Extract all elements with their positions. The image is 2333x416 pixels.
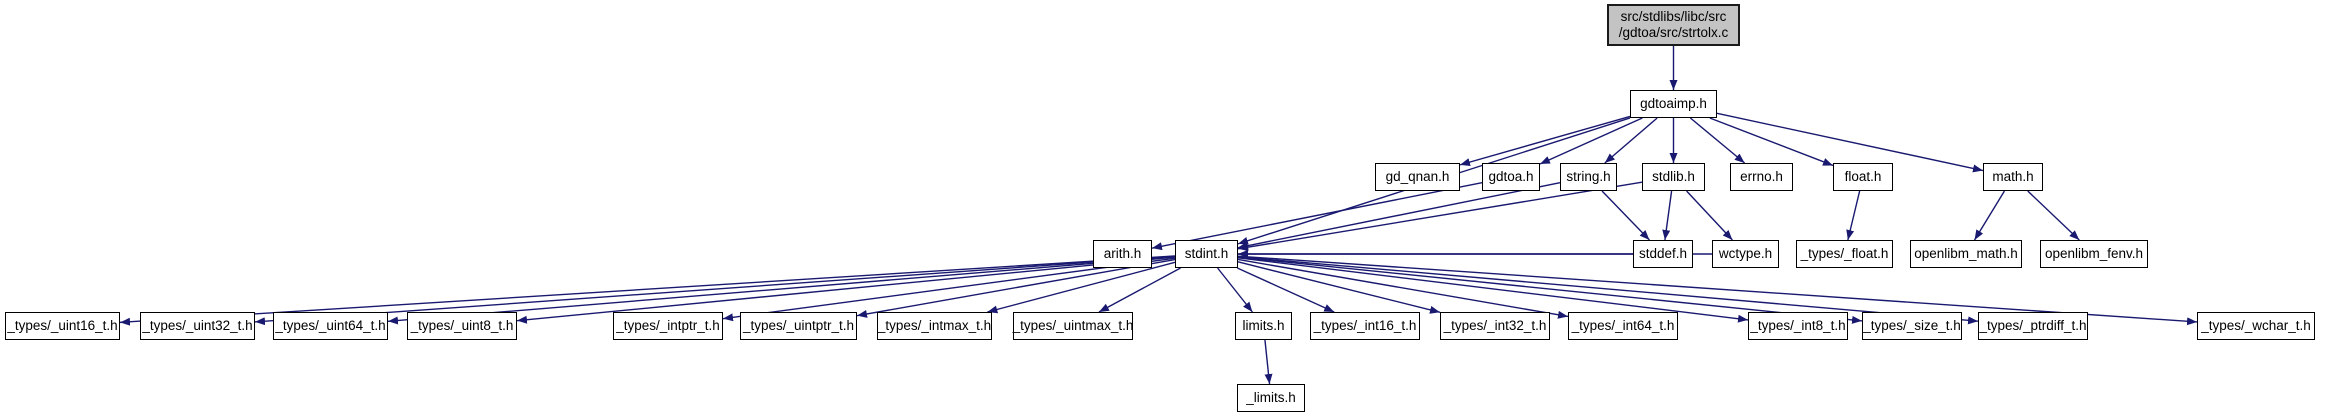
node-types_int64_t_h[interactable]: _types/_int64_t.h — [1568, 312, 1678, 340]
node-errno_h[interactable]: errno.h — [1730, 163, 1793, 191]
edge-stdint_h-to-types_int32_t_h — [1237, 261, 1441, 314]
node-types_float_h[interactable]: _types/_float.h — [1796, 240, 1893, 268]
edge-stdlib_h-to-wctype_h — [1686, 190, 1733, 241]
node-types_int8_t_h[interactable]: _types/_int8_t.h — [1748, 312, 1848, 340]
node-wctype_h[interactable]: wctype.h — [1712, 240, 1779, 268]
node-stddef_h[interactable]: stddef.h — [1633, 240, 1693, 268]
edge-stdlib_h-to-stddef_h — [1662, 190, 1673, 241]
node-arith_h[interactable]: arith.h — [1093, 240, 1152, 268]
edge-gdtoaimp_h-to-string_h — [1604, 117, 1658, 164]
edge-gdtoaimp_h-to-gdtoa_h — [1539, 117, 1643, 165]
edge-stdint_h-to-types_wchar_t_h — [1237, 255, 2198, 326]
node-types_int16_t_h[interactable]: _types/_int16_t.h — [1310, 312, 1420, 340]
node-types_uint16_t_h[interactable]: _types/_uint16_t.h — [5, 312, 120, 340]
node-types_ptrdiff_t_h[interactable]: _types/_ptrdiff_t.h — [1978, 312, 2088, 340]
node-types_uintptr_t_h[interactable]: _types/_uintptr_t.h — [740, 312, 857, 340]
edge-stdlib_h-to-stdint_h — [1237, 181, 1643, 252]
edge-stdint_h-to-types_uint32_t_h — [254, 255, 1176, 326]
edge-stdint_h-to-types_int16_t_h — [1237, 267, 1335, 313]
edge-stdint_h-to-types_uintptr_t_h — [856, 258, 1176, 318]
edge-gdtoaimp_h-to-float_h — [1709, 117, 1834, 167]
node-math_h[interactable]: math.h — [1983, 163, 2043, 191]
node-gdtoaimp_h[interactable]: gdtoaimp.h — [1630, 90, 1717, 118]
edge-stdint_h-to-types_uint64_t_h — [387, 255, 1176, 325]
node-string_h[interactable]: string.h — [1560, 163, 1617, 191]
edge-limits_h-to-_limits_h — [1264, 339, 1273, 385]
edge-math_h-to-openlibm_fenv_h — [2027, 190, 2080, 241]
node-gdtoa_h[interactable]: gdtoa.h — [1482, 163, 1540, 191]
node-types_size_t_h[interactable]: _types/_size_t.h — [1862, 312, 1962, 340]
edge-gdtoaimp_h-to-gd_qnan_h — [1459, 115, 1631, 166]
edge-stdint_h-to-types_int8_t_h — [1237, 257, 1749, 323]
node-openlibm_math_h[interactable]: openlibm_math.h — [1910, 240, 2022, 268]
edge-gdtoa_h-to-arith_h — [1151, 182, 1483, 251]
node-float_h[interactable]: float.h — [1833, 163, 1893, 191]
node-gd_qnan_h[interactable]: gd_qnan.h — [1375, 163, 1460, 191]
node-types_intptr_t_h[interactable]: _types/_intptr_t.h — [613, 312, 723, 340]
edge-string_h-to-stdint_h — [1237, 182, 1561, 250]
edge-stdint_h-to-types_intptr_t_h — [722, 257, 1176, 322]
edge-stdint_h-to-types_uint16_t_h — [119, 255, 1176, 326]
node-types_wchar_t_h[interactable]: _types/_wchar_t.h — [2197, 312, 2315, 340]
node-types_int32_t_h[interactable]: _types/_int32_t.h — [1440, 312, 1550, 340]
node-limits_h[interactable]: limits.h — [1235, 312, 1292, 340]
node-_limits_h[interactable]: _limits.h — [1237, 384, 1305, 412]
edge-stdint_h-to-types_uintmax_t_h — [1098, 267, 1181, 313]
edge-math_h-to-openlibm_math_h — [1973, 190, 2006, 241]
node-types_intmax_t_h[interactable]: _types/_intmax_t.h — [877, 312, 992, 340]
edge-gdtoaimp_h-to-math_h — [1716, 112, 1984, 173]
node-stdlib_h[interactable]: stdlib.h — [1642, 163, 1705, 191]
edge-stdint_h-to-types_ptrdiff_t_h — [1237, 256, 1979, 325]
node-openlibm_fenv_h[interactable]: openlibm_fenv.h — [2040, 240, 2148, 268]
node-types_uint8_t_h[interactable]: _types/_uint8_t.h — [407, 312, 517, 340]
edge-gdtoaimp_h-to-errno_h — [1689, 117, 1746, 164]
node-stdint_h[interactable]: stdint.h — [1175, 240, 1238, 268]
edge-stdint_h-to-types_intmax_t_h — [987, 261, 1176, 314]
edge-stdint_h-to-types_int64_t_h — [1237, 258, 1569, 319]
node-strtolx_c: src/stdlibs/libc/src /gdtoa/src/strtolx.… — [1607, 4, 1740, 46]
edge-stdint_h-to-types_uint8_t_h — [516, 256, 1176, 324]
node-types_uint32_t_h[interactable]: _types/_uint32_t.h — [140, 312, 255, 340]
node-types_uint64_t_h[interactable]: _types/_uint64_t.h — [273, 312, 388, 340]
node-types_uintmax_t_h[interactable]: _types/_uintmax_t.h — [1013, 312, 1133, 340]
edge-group — [119, 46, 2198, 385]
edge-float_h-to-types_float_h — [1846, 190, 1861, 241]
edge-stdint_h-to-limits_h — [1217, 267, 1253, 313]
edge-stdint_h-to-types_size_t_h — [1237, 256, 1863, 324]
edge-string_h-to-stddef_h — [1601, 190, 1650, 241]
